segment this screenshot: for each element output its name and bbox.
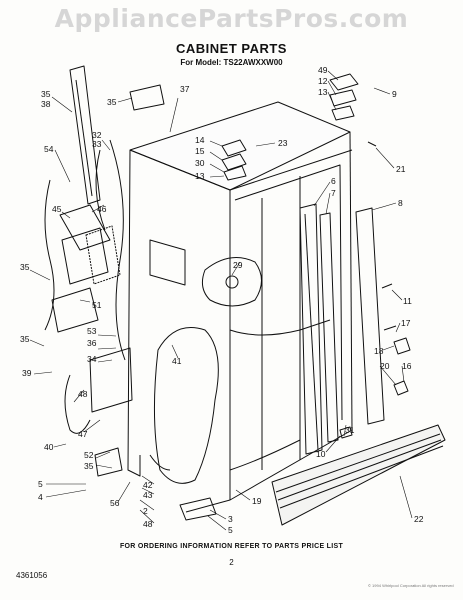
callout-56: 56 xyxy=(110,498,120,508)
callout-3: 3 xyxy=(228,514,233,524)
callout-21: 21 xyxy=(396,164,406,174)
callout-35: 35 xyxy=(84,461,94,471)
callout-11: 11 xyxy=(403,296,412,306)
callout-35: 35 xyxy=(20,334,30,344)
callout-30: 30 xyxy=(195,158,205,168)
page-number: 2 xyxy=(229,558,234,567)
control-box xyxy=(59,204,111,251)
callout-33: 33 xyxy=(92,139,102,149)
callout-6: 6 xyxy=(331,176,336,186)
callout-39: 39 xyxy=(22,368,32,378)
callout-2: 2 xyxy=(143,506,148,516)
callout-15: 15 xyxy=(195,146,205,156)
callout-4: 4 xyxy=(38,492,43,502)
callout-38: 38 xyxy=(41,99,51,109)
callout-29: 29 xyxy=(233,260,243,270)
callout-23: 23 xyxy=(278,138,288,148)
left-panel-opening xyxy=(149,239,186,286)
callout-5: 5 xyxy=(228,525,233,535)
watermark: AppliancePartsPros.com xyxy=(54,4,409,33)
lower-pocket xyxy=(153,327,219,484)
callout-41: 41 xyxy=(172,356,182,366)
door-strip-8 xyxy=(355,207,385,425)
callout-37: 37 xyxy=(180,84,190,94)
bottom-hinge xyxy=(179,497,217,521)
callout-35: 35 xyxy=(107,97,117,107)
callout-32: 32 xyxy=(92,130,102,140)
callout-52: 52 xyxy=(84,450,94,460)
callout-18: 18 xyxy=(374,346,384,356)
callout-46: 46 xyxy=(97,204,107,214)
damper-assembly xyxy=(201,257,262,307)
callout-13: 13 xyxy=(195,171,205,181)
callout-49: 49 xyxy=(318,65,328,75)
compressor-bracket xyxy=(89,347,133,413)
callout-13: 13 xyxy=(318,87,328,97)
door-gasket-strip-6 xyxy=(299,203,323,455)
callout-36: 36 xyxy=(87,338,97,348)
callout-54: 54 xyxy=(44,144,54,154)
left-channel xyxy=(69,65,101,205)
callout-5: 5 xyxy=(38,479,43,489)
cabinet-right-side xyxy=(349,131,353,431)
center-hinge xyxy=(221,139,247,157)
callout-7: 7 xyxy=(331,188,336,198)
callout-35: 35 xyxy=(20,262,30,272)
callout-9: 9 xyxy=(392,89,397,99)
callout-16: 16 xyxy=(402,361,412,371)
callout-53: 53 xyxy=(87,326,97,336)
callout-40: 40 xyxy=(44,442,54,452)
callout-31: 31 xyxy=(345,425,355,435)
callout-48: 48 xyxy=(143,519,153,529)
copyright-note: © 1994 Whirlpool Corporation All rights … xyxy=(368,583,454,588)
callout-17: 17 xyxy=(401,318,411,328)
callout-22: 22 xyxy=(414,514,424,524)
top-hinge xyxy=(329,73,359,91)
callout-35: 35 xyxy=(41,89,51,99)
callout-14: 14 xyxy=(195,135,205,145)
callout-47: 47 xyxy=(78,429,88,439)
door-strip-7 xyxy=(319,212,339,443)
callout-8: 8 xyxy=(398,198,403,208)
callout-43: 43 xyxy=(143,490,153,500)
callout-12: 12 xyxy=(318,76,328,86)
callout-42: 42 xyxy=(143,480,153,490)
callout-19: 19 xyxy=(252,496,262,506)
callout-10: 10 xyxy=(316,449,326,459)
diagram-title: CABINET PARTS xyxy=(176,41,287,56)
cabinet-top xyxy=(129,101,351,191)
callout-51: 51 xyxy=(92,300,102,310)
ordering-note: FOR ORDERING INFORMATION REFER TO PARTS … xyxy=(119,543,344,550)
cabinet-left-side xyxy=(127,149,141,477)
callout-48: 48 xyxy=(78,389,88,399)
document-number: 4361056 xyxy=(16,571,48,580)
callout-20: 20 xyxy=(380,361,390,371)
grille-kickplate xyxy=(271,424,446,526)
model-subtitle: For Model: TS22AWXXW00 xyxy=(180,58,283,67)
callout-34: 34 xyxy=(87,354,97,364)
callout-45: 45 xyxy=(52,204,62,214)
